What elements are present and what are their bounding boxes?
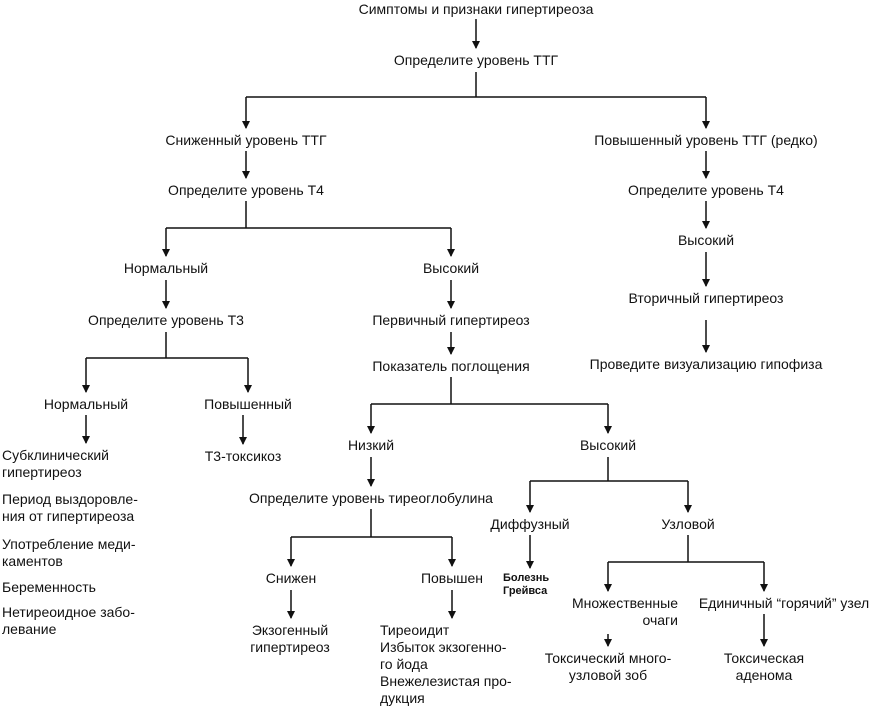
node-tg-elevated: Повышен (420, 570, 484, 586)
node-secondary-hyperthyroidism: Вторичный гипертиреоз (628, 290, 784, 306)
node-measure-t3: Определите уровень Т3 (88, 312, 244, 328)
node-medication: Употребление меди- каментов (2, 536, 136, 569)
node-multiple-foci: Множественные очаги (572, 595, 678, 628)
node-pituitary-imaging: Проведите визуализацию гипофиза (589, 356, 823, 372)
node-tg-reduced: Снижен (265, 570, 317, 586)
node-t3-toxicosis: Т3-токсикоз (204, 448, 282, 464)
node-nodular: Узловой (661, 516, 715, 532)
node-toxic-adenoma: Токсическая аденома (723, 650, 805, 683)
connectors (82, 19, 768, 647)
node-t3-normal: Нормальный (43, 396, 129, 412)
node-uptake: Показатель поглощения (372, 358, 530, 374)
node-uptake-high: Высокий (579, 437, 637, 453)
node-subclinical: Субклинический гипертиреоз (2, 447, 109, 480)
node-high-measure-t4: Определите уровень Т4 (628, 182, 784, 198)
node-high-tsh: Повышенный уровень ТТГ (редко) (594, 132, 818, 148)
node-exogenous: Экзогенный гипертиреоз (250, 622, 330, 655)
node-measure-thyroglobulin: Определите уровень тиреоглобулина (249, 490, 493, 506)
node-root: Симптомы и признаки гипертиреоза (358, 1, 594, 17)
node-nonthyroidal-illness: Нетиреоидное забо- левание (2, 604, 135, 637)
node-low-measure-t4: Определите уровень Т4 (168, 182, 324, 198)
node-measure-tsh: Определите уровень ТТГ (393, 52, 559, 68)
node-t4-high: Высокий (422, 260, 480, 276)
node-recovery-period: Период выздоровле- ния от гипертиреоза (2, 491, 138, 524)
node-pregnancy: Беременность (2, 579, 96, 595)
node-high-t4-high: Высокий (677, 232, 735, 248)
node-graves-disease: Болезнь Грейвса (503, 572, 550, 597)
node-t4-normal: Нормальный (123, 260, 209, 276)
node-uptake-low: Низкий (347, 437, 395, 453)
node-diffuse: Диффузный (490, 516, 570, 532)
node-toxic-multinodular-goiter: Токсический много- узловой зоб (544, 650, 672, 683)
node-tg-elevated-causes: Тиреоидит Избыток экзогенно- го йода Вне… (380, 622, 512, 706)
node-primary-hyperthyroidism: Первичный гипертиреоз (372, 312, 530, 328)
node-low-tsh: Сниженный уровень ТТГ (165, 132, 327, 148)
node-single-hot-nodule: Единичный “горячий” узел (698, 595, 870, 611)
node-t3-high: Повышенный (204, 396, 292, 412)
